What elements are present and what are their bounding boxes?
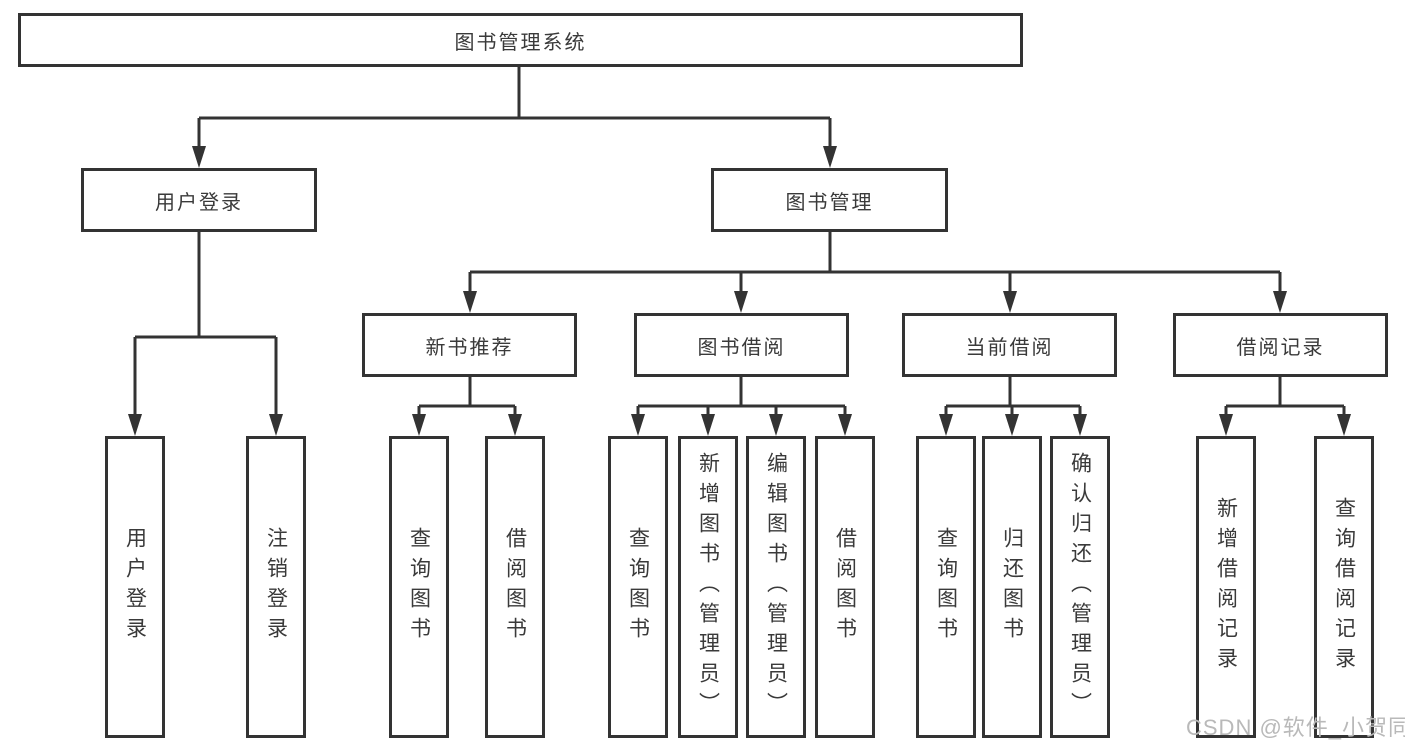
node-root-library-system: 图书管理系统 [18,13,1023,67]
leaf-query-borrow-record: 查询借阅记录 [1314,436,1374,738]
node-book-borrowing: 图书借阅 [634,313,849,377]
leaf-query-books-current: 查询图书 [916,436,976,738]
leaf-edit-books-admin: 编辑图书（管理员） [746,436,806,738]
leaf-return-books: 归还图书 [982,436,1042,738]
leaf-query-books-borrow: 查询图书 [608,436,668,738]
csdn-watermark: CSDN @软件_小贺同学 [1186,715,1405,740]
node-current-borrowing: 当前借阅 [902,313,1117,377]
arrowheads [128,146,1351,436]
leaf-borrow-books-recommend: 借阅图书 [485,436,545,738]
node-borrowing-records: 借阅记录 [1173,313,1388,377]
leaf-user-login: 用户登录 [105,436,165,738]
node-new-book-recommend: 新书推荐 [362,313,577,377]
leaf-add-borrow-record: 新增借阅记录 [1196,436,1256,738]
node-book-management-branch: 图书管理 [711,168,948,232]
node-user-login-branch: 用户登录 [81,168,317,232]
leaf-confirm-return-admin: 确认归还（管理员） [1050,436,1110,738]
leaf-borrow-books: 借阅图书 [815,436,875,738]
leaf-add-books-admin: 新增图书（管理员） [678,436,738,738]
leaf-query-books-recommend: 查询图书 [389,436,449,738]
leaf-logout: 注销登录 [246,436,306,738]
